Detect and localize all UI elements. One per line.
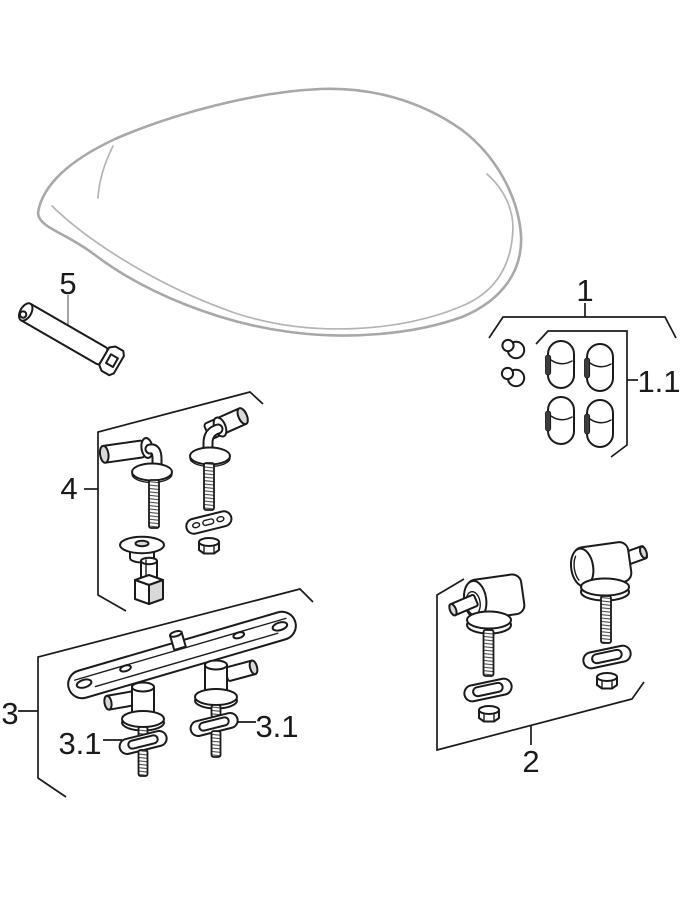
callout-label-2: 2 — [522, 744, 540, 779]
seat-lid-outline — [36, 87, 523, 337]
callout-label-1: 1 — [576, 273, 594, 308]
part3-hinge-post-left — [103, 681, 168, 777]
part1-round-buffers — [500, 338, 526, 388]
part4-hex-nut — [198, 537, 220, 555]
callout-label-3-1-right: 3.1 — [255, 709, 299, 744]
callout-bracket-part2 — [436, 578, 645, 752]
part4-hinge-bolt-left — [98, 437, 173, 529]
callout-bracket-part1-1 — [535, 330, 638, 458]
callout-bracket-part3 — [18, 588, 314, 798]
part3-hinge-post-right — [189, 659, 259, 758]
part4-hinge-bolt-right — [189, 407, 249, 511]
callout-bracket-part4 — [84, 391, 264, 612]
part2-hinge-post-left — [448, 573, 526, 723]
part4-fixing-plate — [185, 510, 233, 535]
part4-anchor-plug — [134, 556, 164, 605]
callout-label-3: 3 — [1, 696, 19, 731]
callout-bracket-part1 — [488, 303, 677, 339]
callout-label-3-1-left: 3.1 — [58, 726, 102, 761]
part1-1-oval-buffers — [545, 340, 614, 448]
callout-label-1-1: 1.1 — [637, 364, 680, 399]
callout-label-4: 4 — [60, 471, 78, 506]
callout-label-5: 5 — [59, 266, 77, 301]
part5-hinge-rod — [18, 302, 125, 377]
part3-stabilizer-bar — [67, 610, 297, 700]
part2-hinge-post-right — [569, 541, 648, 690]
